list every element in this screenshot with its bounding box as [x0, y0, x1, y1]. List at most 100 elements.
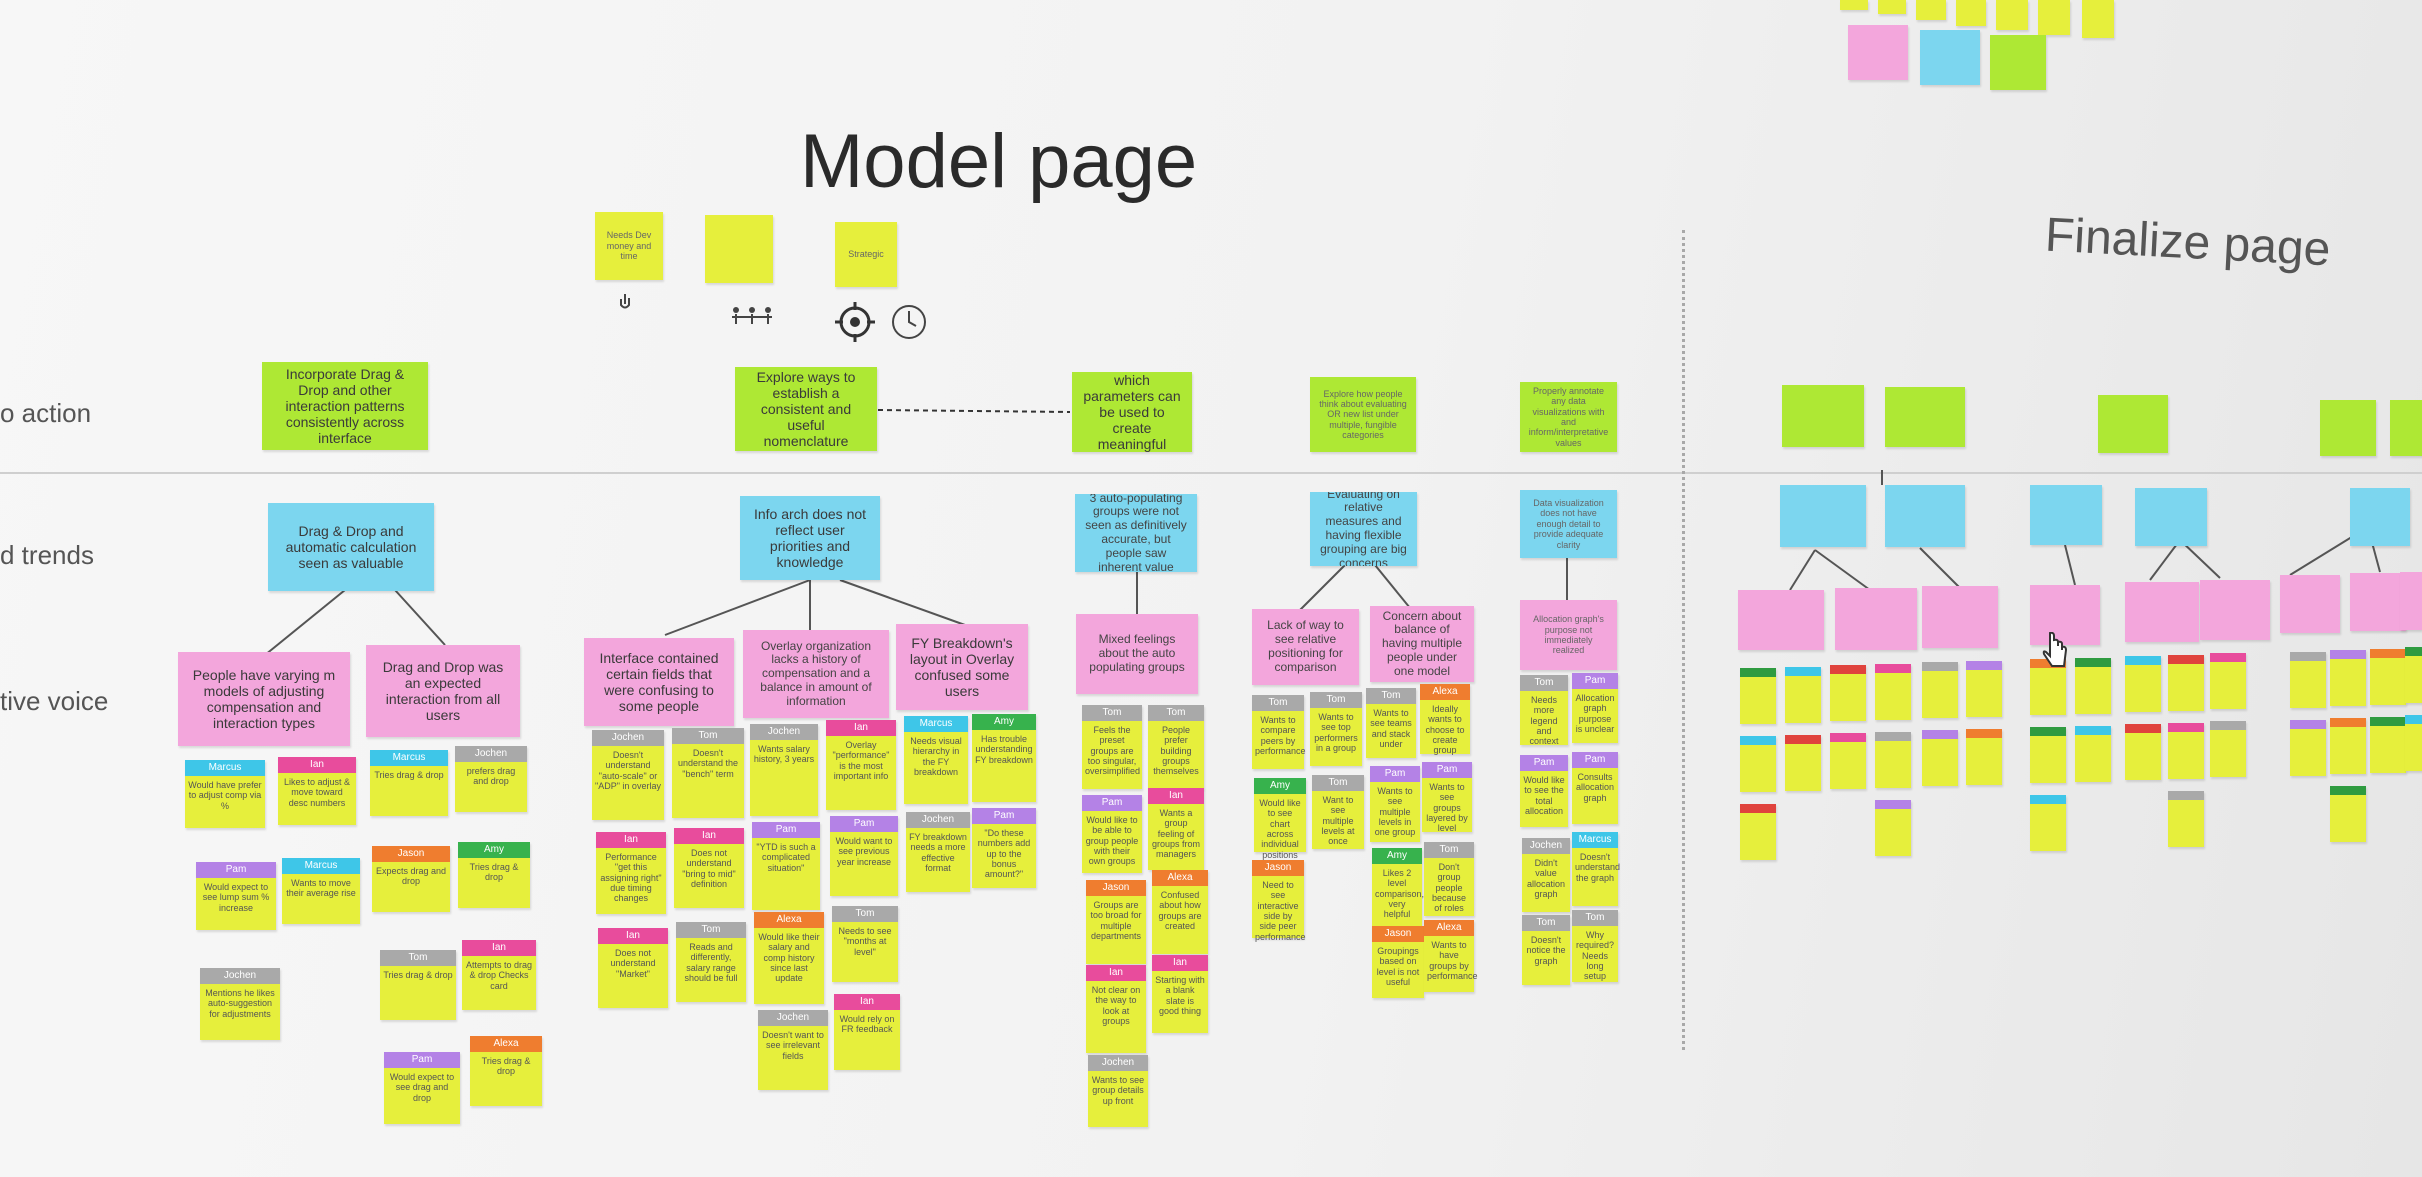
- finalize-action-note[interactable]: [1782, 385, 1864, 447]
- finalize-feedback-sticky[interactable]: [1875, 731, 1911, 788]
- finalize-feedback-sticky[interactable]: [2168, 722, 2204, 779]
- sticky-top[interactable]: [1916, 0, 1946, 20]
- finalize-action-note[interactable]: [2098, 395, 2168, 453]
- finalize-feedback-sticky[interactable]: [2210, 653, 2246, 709]
- finalize-feedback-sticky[interactable]: [2030, 727, 2066, 783]
- sticky-top[interactable]: [2082, 0, 2114, 38]
- finalize-feedback-sticky[interactable]: [2405, 647, 2422, 703]
- voice-note-mixed-feelings[interactable]: Mixed feelings about the auto populating…: [1076, 614, 1198, 694]
- sticky-top-blue[interactable]: [1920, 30, 1980, 85]
- finalize-voice-note[interactable]: [1835, 588, 1917, 650]
- finalize-feedback-sticky[interactable]: [1875, 663, 1911, 720]
- finalize-action-note[interactable]: [2390, 400, 2422, 456]
- sticky-top[interactable]: [1840, 0, 1868, 10]
- finalize-feedback-sticky[interactable]: [2370, 716, 2406, 773]
- finalize-feedback-sticky[interactable]: [1740, 804, 1776, 860]
- top-note-unreadable[interactable]: [705, 215, 773, 283]
- finalize-feedback-sticky[interactable]: [1785, 734, 1821, 791]
- sticky-top[interactable]: [1956, 0, 1986, 26]
- action-note-nomenclature[interactable]: Explore ways to establish a consistent a…: [735, 367, 877, 451]
- voice-note-fy-breakdown[interactable]: FY Breakdown's layout in Overlay confuse…: [896, 624, 1028, 710]
- finalize-voice-note[interactable]: [2400, 572, 2422, 630]
- voice-note-drag-drop-expected[interactable]: Drag and Drop was an expected interactio…: [366, 645, 520, 737]
- trend-note-info-arch[interactable]: Info arch does not reflect user prioriti…: [740, 496, 880, 580]
- trend-note-drag-drop-valuable[interactable]: Drag & Drop and automatic calculation se…: [268, 503, 434, 591]
- finalize-voice-note[interactable]: [2200, 580, 2270, 640]
- finalize-feedback-sticky[interactable]: [1966, 728, 2002, 785]
- finalize-feedback-sticky[interactable]: [2330, 650, 2366, 706]
- sticky-top[interactable]: [1878, 0, 1906, 14]
- finalize-feedback-sticky[interactable]: [1875, 799, 1911, 856]
- action-note-annotate[interactable]: Properly annotate any data visualization…: [1520, 382, 1617, 452]
- sticky-top-green[interactable]: [1990, 35, 2046, 90]
- finalize-feedback-sticky[interactable]: [1922, 662, 1958, 718]
- finalize-feedback-sticky[interactable]: [2030, 795, 2066, 851]
- voice-note-allocation-graph[interactable]: Allocation graph's purpose not immediate…: [1520, 600, 1617, 670]
- top-note-strategic[interactable]: Strategic: [835, 222, 897, 287]
- finalize-feedback-sticky[interactable]: [2330, 786, 2366, 842]
- finalize-voice-note[interactable]: [1922, 586, 1998, 648]
- finalize-feedback-sticky[interactable]: [1785, 666, 1821, 723]
- trend-note-relative-measures[interactable]: Evaluating on relative measures and havi…: [1310, 492, 1417, 566]
- finalize-voice-note[interactable]: [2280, 575, 2340, 633]
- finalize-feedback-sticky[interactable]: [2075, 657, 2111, 714]
- action-note-evaluating[interactable]: Explore how people think about evaluatin…: [1310, 377, 1416, 452]
- sticky-top[interactable]: [2038, 0, 2070, 35]
- finalize-voice-note[interactable]: [2030, 585, 2100, 645]
- finalize-feedback-sticky[interactable]: [1740, 736, 1776, 792]
- trend-note-auto-populating[interactable]: 3 auto-populating groups were not seen a…: [1075, 494, 1197, 572]
- finalize-feedback-sticky[interactable]: [2330, 718, 2366, 774]
- finalize-feedback-sticky[interactable]: [1966, 660, 2002, 717]
- voice-note-mental-models[interactable]: People have varying m models of adjustin…: [178, 652, 350, 746]
- finalize-voice-note[interactable]: [2125, 582, 2199, 642]
- finalize-feedback-sticky[interactable]: [2210, 721, 2246, 777]
- finalize-feedback-sticky[interactable]: [1740, 668, 1776, 724]
- finalize-feedback-sticky[interactable]: [1922, 730, 1958, 786]
- voice-note-confusing-fields[interactable]: Interface contained certain fields that …: [584, 638, 734, 726]
- voice-note-overlay-organization[interactable]: Overlay organization lacks a history of …: [743, 630, 889, 718]
- top-note-dev-cost[interactable]: Needs Dev money and time: [595, 212, 663, 280]
- trend-note-data-viz[interactable]: Data visualization does not have enough …: [1520, 490, 1617, 558]
- finalize-feedback-sticky[interactable]: [2168, 654, 2204, 711]
- finalize-trend-note[interactable]: [1780, 485, 1866, 547]
- feedback-sticky[interactable]: Pam"YTD is such a complicated situation": [752, 822, 820, 910]
- finalize-feedback-sticky[interactable]: [2168, 790, 2204, 847]
